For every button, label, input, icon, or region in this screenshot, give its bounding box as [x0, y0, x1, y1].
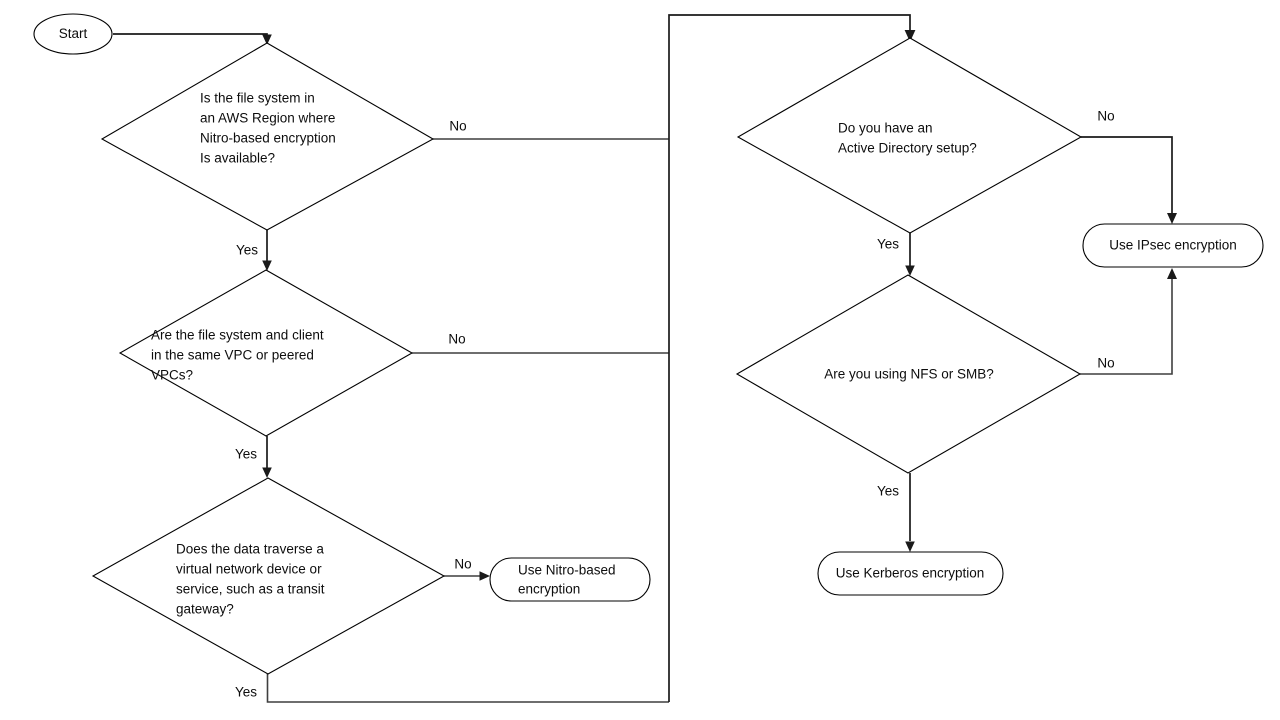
node-decision-region-line-1: Is the file system in: [200, 91, 315, 106]
edge-label-transit-no: No: [454, 557, 471, 572]
node-start-label: Start: [59, 26, 88, 41]
node-result-nitro-line-2: encryption: [518, 582, 580, 597]
node-decision-vpc-line-2: in the same VPC or peered: [151, 348, 314, 363]
node-result-ipsec[interactable]: Use IPsec encryption: [1082, 223, 1264, 268]
node-decision-protocol-line-1: Are you using NFS or SMB?: [824, 367, 994, 382]
node-decision-protocol[interactable]: Are you using NFS or SMB?: [735, 274, 1082, 474]
node-decision-transit-line-1: Does the data traverse a: [176, 542, 324, 557]
node-decision-ad-line-1: Do you have an: [838, 121, 933, 136]
node-decision-ad-line-2: Active Directory setup?: [838, 141, 977, 156]
node-decision-vpc-line-1: Are the file system and client: [151, 328, 324, 343]
node-decision-transit-line-3: service, such as a transit: [176, 582, 325, 597]
edge-protocol-no: [1080, 268, 1177, 375]
edge-protocol-yes: [905, 473, 915, 552]
node-decision-region-line-4: Is available?: [200, 151, 275, 166]
node-decision-region[interactable]: Is the file system in an AWS Region wher…: [100, 42, 435, 231]
edge-main-rail-to-ad: [668, 14, 916, 702]
node-result-nitro[interactable]: Use Nitro-based encryption: [489, 557, 651, 602]
edge-transit-yes: [266, 674, 669, 703]
edge-vpc-yes: [262, 436, 272, 478]
node-result-ipsec-line-1: Use IPsec encryption: [1109, 238, 1237, 253]
node-result-kerberos-line-1: Use Kerberos encryption: [836, 566, 985, 581]
node-decision-region-line-3: Nitro-based encryption: [200, 131, 336, 146]
edge-label-protocol-no: No: [1097, 356, 1114, 371]
edge-label-region-no: No: [449, 119, 466, 134]
node-decision-active-directory[interactable]: Do you have an Active Directory setup?: [736, 37, 1083, 234]
node-decision-vpc-line-3: VPCs?: [151, 368, 193, 383]
node-decision-transit[interactable]: Does the data traverse a virtual network…: [91, 477, 446, 675]
edge-ad-no: [1081, 136, 1177, 224]
edge-start-to-region: [113, 33, 272, 45]
edge-label-region-yes: Yes: [236, 243, 258, 258]
edge-label-transit-yes: Yes: [235, 685, 257, 700]
edge-region-yes: [262, 230, 272, 271]
edge-ad-yes: [905, 233, 915, 276]
edge-label-ad-yes: Yes: [877, 237, 899, 252]
node-decision-vpc[interactable]: Are the file system and client in the sa…: [118, 269, 414, 437]
edge-label-ad-no: No: [1097, 109, 1114, 124]
edge-label-protocol-yes: Yes: [877, 484, 899, 499]
edge-label-vpc-no: No: [448, 332, 465, 347]
node-start[interactable]: Start: [33, 13, 113, 55]
node-result-nitro-line-1: Use Nitro-based: [518, 563, 616, 578]
node-decision-region-line-2: an AWS Region where: [200, 111, 335, 126]
node-result-kerberos[interactable]: Use Kerberos encryption: [817, 551, 1004, 596]
node-decision-transit-line-4: gateway?: [176, 602, 234, 617]
edge-transit-no: [444, 571, 490, 581]
node-decision-transit-line-2: virtual network device or: [176, 562, 322, 577]
edge-label-vpc-yes: Yes: [235, 447, 257, 462]
